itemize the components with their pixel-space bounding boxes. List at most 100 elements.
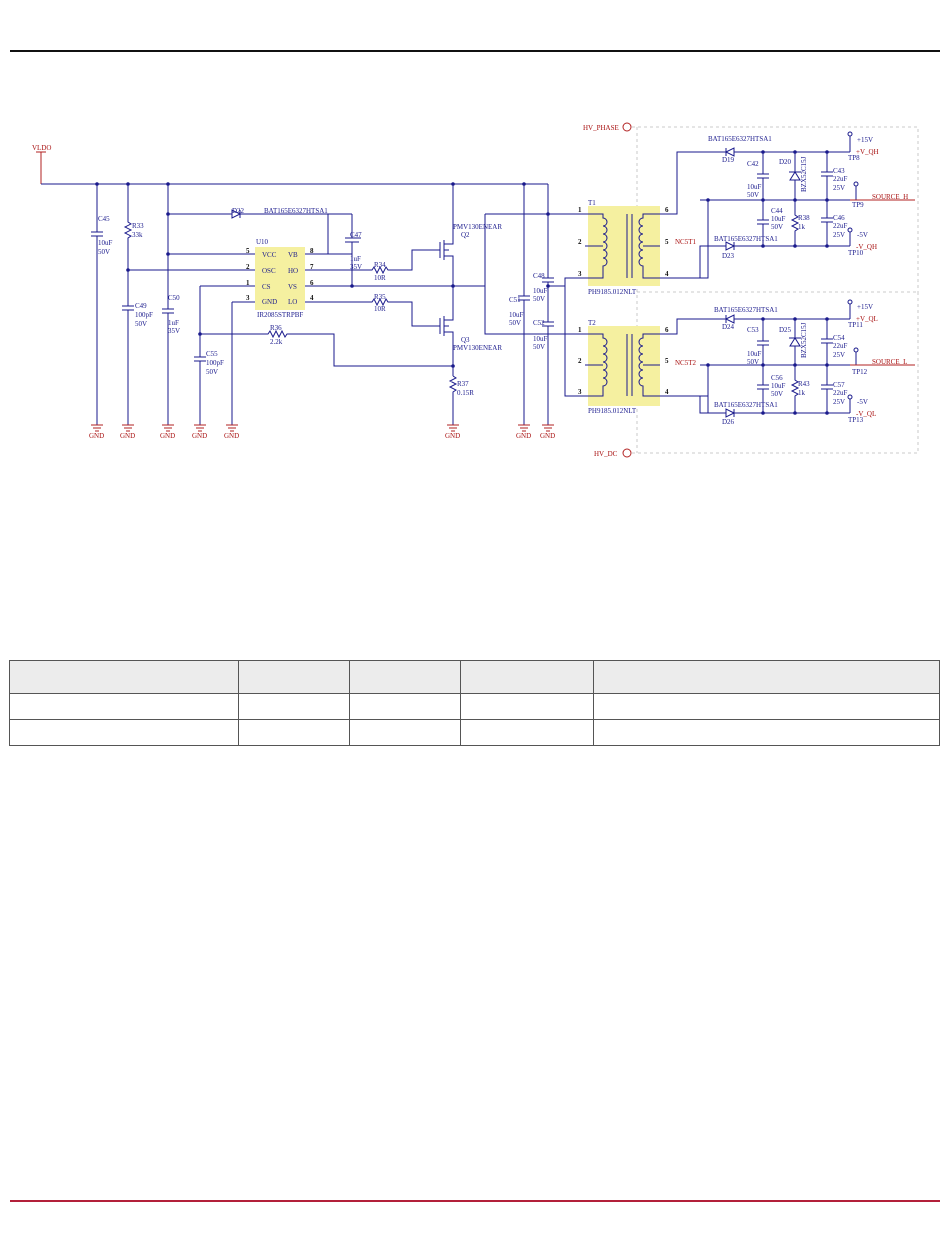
r34-ref: R34 xyxy=(374,261,386,269)
source-l-label: SOURCE_L xyxy=(872,358,907,366)
table-cell xyxy=(238,693,350,720)
svg-text:3: 3 xyxy=(578,388,582,396)
header-rule xyxy=(10,50,940,52)
c45-ref: C45 xyxy=(98,215,110,223)
svg-text:8: 8 xyxy=(310,247,314,255)
svg-text:GND: GND xyxy=(224,432,239,440)
svg-text:6: 6 xyxy=(665,326,669,334)
svg-text:1: 1 xyxy=(578,326,582,334)
c46-ref: C46 xyxy=(833,214,845,222)
c49-ref: C49 xyxy=(135,302,147,310)
d22-part: BAT165E6327HTSA1 xyxy=(264,207,328,215)
svg-text:LO: LO xyxy=(288,298,297,306)
c45-voltage: 50V xyxy=(98,248,110,256)
c55-value: 100pF xyxy=(206,359,224,367)
svg-text:6: 6 xyxy=(665,206,669,214)
table-cell xyxy=(593,719,940,746)
svg-text:4: 4 xyxy=(310,294,314,302)
table-cell xyxy=(349,693,461,720)
c42-voltage: 50V xyxy=(747,191,759,199)
c51-ref: C51 xyxy=(509,296,521,304)
svg-text:GND: GND xyxy=(160,432,175,440)
q2-ref: Q2 xyxy=(461,231,470,239)
u10-right-pins: VB HO VS LO 8 7 6 4 xyxy=(288,247,314,306)
c51-value: 10uF xyxy=(509,311,524,319)
r36-ref: R36 xyxy=(270,324,282,332)
c53-voltage: 50V xyxy=(747,358,759,366)
table-cell xyxy=(460,693,594,720)
c57-voltage: 25V xyxy=(833,398,845,406)
q3-ref: Q3 xyxy=(461,336,470,344)
r43-value: 1k xyxy=(798,389,806,397)
neg5-upper: -5V xyxy=(857,231,868,239)
table-cell xyxy=(9,693,239,720)
svg-text:VB: VB xyxy=(288,251,298,259)
table-header-cell xyxy=(238,660,350,694)
svg-text:5: 5 xyxy=(246,247,250,255)
table-header-cell xyxy=(9,660,239,694)
r33-ref: R33 xyxy=(132,222,144,230)
c45-value: 10uF xyxy=(98,239,113,247)
svg-text:6: 6 xyxy=(310,279,314,287)
c48-value: 10uF xyxy=(533,287,548,295)
d24-ref: D24 xyxy=(722,323,735,331)
r33-value: 33k xyxy=(132,231,143,239)
svg-text:2: 2 xyxy=(578,238,582,246)
svg-text:5: 5 xyxy=(665,238,669,246)
footer-rule xyxy=(10,1200,940,1202)
c44-voltage: 50V xyxy=(771,223,783,231)
u10-ref: U10 xyxy=(256,238,269,246)
vql-neg-label: -V_QL xyxy=(856,410,876,418)
d19-ref: D19 xyxy=(722,156,735,164)
svg-text:GND: GND xyxy=(120,432,135,440)
svg-text:3: 3 xyxy=(246,294,250,302)
c48-voltage: 50V xyxy=(533,295,545,303)
d20-ref: D20 xyxy=(779,158,792,166)
c42-ref: C42 xyxy=(747,160,759,168)
c52-value: 10uF xyxy=(533,335,548,343)
d22-ref: D22 xyxy=(232,207,245,215)
c56-ref: C56 xyxy=(771,374,783,382)
neg5-lower: -5V xyxy=(857,398,868,406)
net-vldo-label: VLDO xyxy=(32,144,51,152)
c55-voltage: 50V xyxy=(206,368,218,376)
t2-nc-label: NC5T2 xyxy=(675,359,697,367)
table-row xyxy=(9,693,940,720)
svg-text:2: 2 xyxy=(578,357,582,365)
c57-ref: C57 xyxy=(833,381,845,389)
q2-part: PMV130ENEAR xyxy=(453,223,502,231)
c43-voltage: 25V xyxy=(833,184,845,192)
c50-voltage: 35V xyxy=(168,327,180,335)
table-cell xyxy=(460,719,594,746)
t2-ref: T2 xyxy=(588,319,596,327)
table-header-cell xyxy=(460,660,594,694)
c46-value: 22uF xyxy=(833,222,848,230)
tp10-label: TP10 xyxy=(848,249,864,257)
c44-ref: C44 xyxy=(771,207,783,215)
r37-value: 0.15R xyxy=(457,389,474,397)
c47-ref: C47 xyxy=(350,231,362,239)
t1-part: PH9185.012NLT xyxy=(588,288,637,296)
svg-text:HO: HO xyxy=(288,267,298,275)
c52-ref: C52 xyxy=(533,319,545,327)
c53-value: 10uF xyxy=(747,350,762,358)
d20-part: BZX52C15J xyxy=(800,156,808,192)
c46-voltage: 25V xyxy=(833,231,845,239)
r37-ref: R37 xyxy=(457,380,469,388)
t2-body xyxy=(588,326,660,406)
svg-text:GND: GND xyxy=(89,432,104,440)
c52-voltage: 50V xyxy=(533,343,545,351)
svg-text:4: 4 xyxy=(665,388,669,396)
svg-text:4: 4 xyxy=(665,270,669,278)
tp8-label: TP8 xyxy=(848,154,860,162)
svg-text:1: 1 xyxy=(246,279,250,287)
u10-left-pins: VCC OSC CS GND 5 2 1 3 xyxy=(246,247,277,306)
vqh-pos-label: +V_QH xyxy=(856,148,879,156)
source-h-label: SOURCE_H xyxy=(872,193,908,201)
c44-value: 10uF xyxy=(771,215,786,223)
svg-text:GND: GND xyxy=(445,432,460,440)
c56-value: 10uF xyxy=(771,382,786,390)
d23-part: BAT165E6327HTSA1 xyxy=(714,235,778,243)
vqh-neg-label: -V_QH xyxy=(856,243,877,251)
svg-text:7: 7 xyxy=(310,263,314,271)
